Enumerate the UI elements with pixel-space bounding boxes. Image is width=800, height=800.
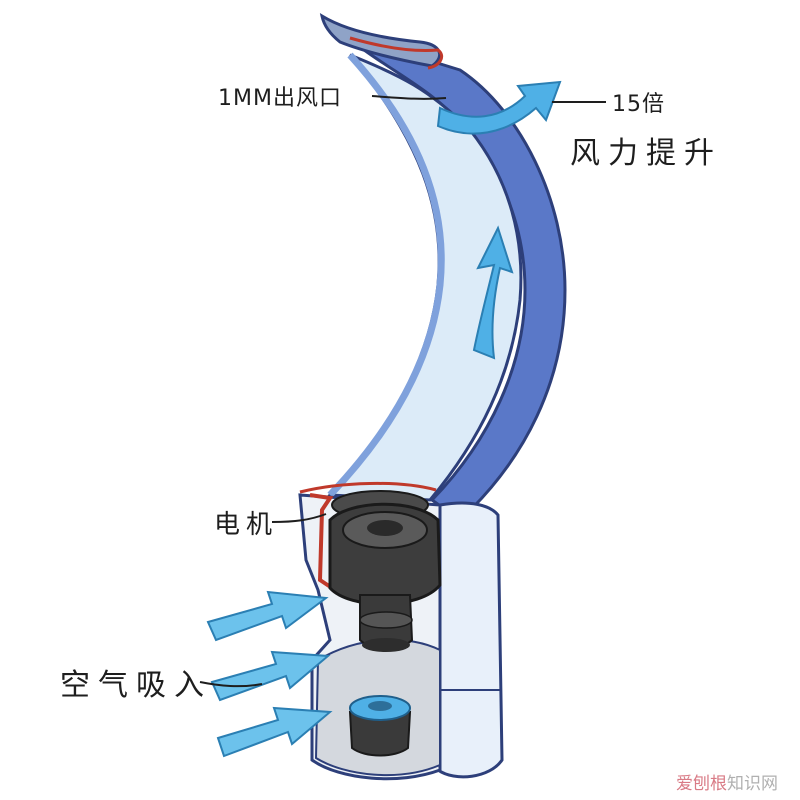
airflow-boost-label: 风力提升	[570, 136, 722, 171]
leader-outlet	[371, 95, 447, 100]
leader-intake	[199, 681, 263, 688]
leader-motor	[271, 513, 327, 523]
outlet-label: 1MM出风口	[218, 86, 342, 111]
outlet-red-edge	[349, 36, 444, 70]
multiplier-label: 15倍	[612, 92, 665, 117]
air-intake-label: 空气吸入	[60, 668, 212, 703]
base-cylinder	[436, 501, 504, 779]
loop-inner-wall	[327, 52, 445, 498]
intake-arrow-1	[206, 590, 329, 642]
intake-arrow-3	[216, 706, 333, 758]
impeller-body	[348, 711, 412, 757]
motor-cap-inner	[367, 520, 403, 536]
internal-up-arrow	[472, 225, 514, 360]
site-watermark: 爱刨根知识网	[676, 769, 778, 794]
intake-arrow-2	[210, 650, 331, 702]
motor-mount-red-edge	[309, 493, 337, 592]
watermark-brand: 爱刨根	[676, 774, 727, 794]
watermark-site: 知识网	[727, 774, 778, 794]
motor-shaft-ring	[359, 611, 413, 629]
impeller-cap-center	[368, 701, 392, 711]
top-red-edge	[299, 481, 437, 494]
motor-bottom	[362, 638, 410, 652]
motor-label: 电机	[214, 510, 279, 540]
exhaust-arrow	[436, 80, 562, 135]
